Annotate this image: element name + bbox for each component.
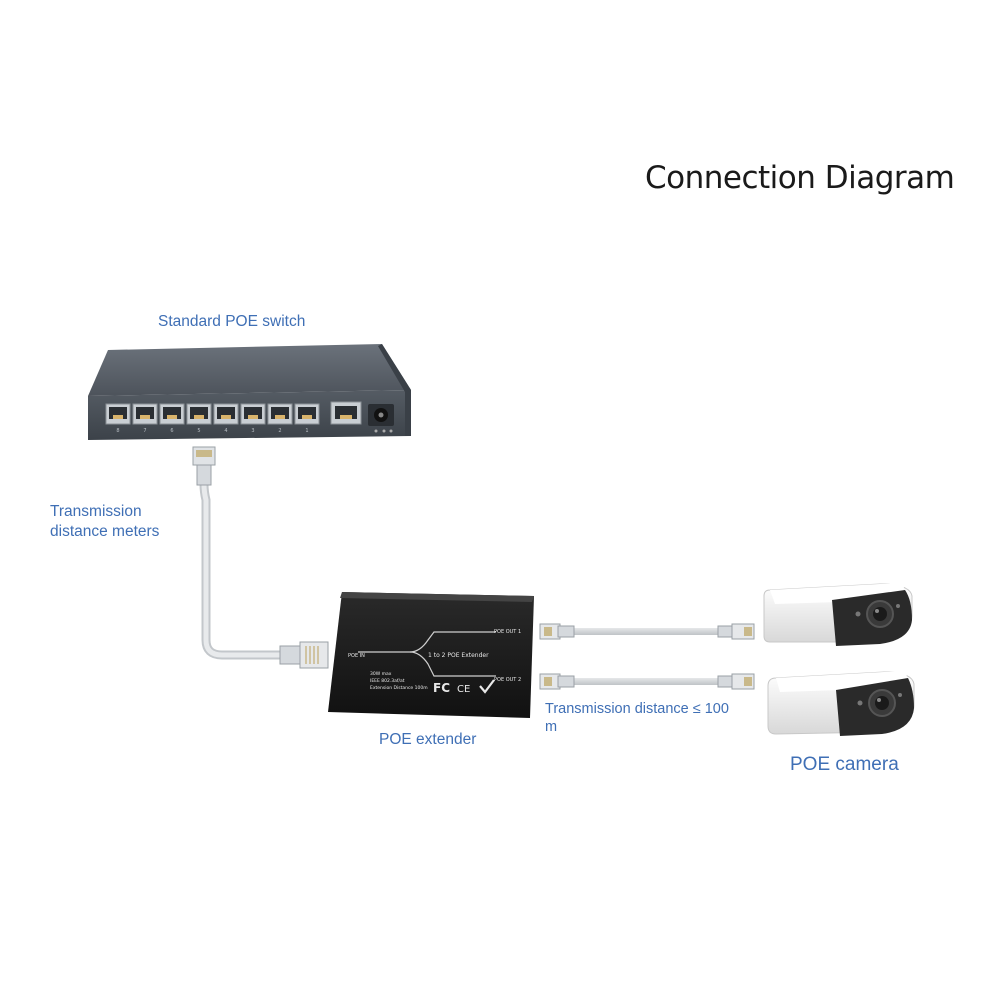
extender-poe-out1-text: POE OUT 1 xyxy=(494,629,521,635)
extender-spec3-text: Extension Distance 100m xyxy=(370,685,428,691)
extender-poe-out2-text: POE OUT 2 xyxy=(494,677,521,683)
switch-port: 2 xyxy=(267,403,293,434)
switch-port: 8 xyxy=(105,403,131,434)
switch-uplink-port xyxy=(330,401,362,425)
switch-power-jack xyxy=(368,404,394,426)
rj45-connector-top xyxy=(192,446,216,486)
extender-poe-in-text: POE IN xyxy=(348,653,365,659)
switch-port-number: 2 xyxy=(278,428,281,434)
switch-port-number: 4 xyxy=(224,428,227,434)
transmission-label-line1: Transmission xyxy=(50,503,142,520)
switch-port-number: 3 xyxy=(251,428,254,434)
switch-port: 7 xyxy=(132,403,158,434)
switch-port-number: 6 xyxy=(170,428,173,434)
switch-port-number: 7 xyxy=(143,428,146,434)
extender-spec2-text: IEEE 802.3af/at xyxy=(370,678,405,684)
poe-camera-2 xyxy=(767,671,915,736)
switch-port: 4 xyxy=(213,403,239,434)
switch-port-group: 8 7 6 5 4 3 2 1 xyxy=(105,403,320,434)
switch-port: 3 xyxy=(240,403,266,434)
switch-label: Standard POE switch xyxy=(158,313,306,330)
switch-port-number: 5 xyxy=(197,428,200,434)
switch-port-number: 8 xyxy=(116,428,119,434)
switch-port: 1 xyxy=(294,403,320,434)
fc-mark: FC xyxy=(433,681,450,695)
poe-camera-1 xyxy=(763,583,913,646)
switch-port: 6 xyxy=(159,403,185,434)
extender-body xyxy=(328,592,534,718)
cable-extender-to-camera-1 xyxy=(539,623,755,640)
check-mark-icon xyxy=(479,679,495,694)
extender-spec1-text: 30W max xyxy=(370,671,392,677)
poe-switch: 8 7 6 5 4 3 2 1 xyxy=(88,344,411,440)
extender-label: POE extender xyxy=(379,731,477,748)
rj45-connector-extender-in xyxy=(279,641,329,669)
switch-port-number: 1 xyxy=(305,428,308,434)
poe-extender: POE IN POE OUT 1 POE OUT 2 1 to 2 POE Ex… xyxy=(328,592,534,718)
camera-label: POE camera xyxy=(790,754,899,775)
switch-port: 5 xyxy=(186,403,212,434)
distance-label-line2: m xyxy=(545,719,558,735)
switch-top-face xyxy=(88,344,411,396)
cable-switch-to-extender xyxy=(199,450,287,660)
ce-mark: CE xyxy=(457,684,470,695)
transmission-label-line2: distance meters xyxy=(50,523,160,540)
extender-model-text: 1 to 2 POE Extender xyxy=(428,652,489,659)
diagram-title: Connection Diagram xyxy=(645,160,955,196)
cable-extender-to-camera-2 xyxy=(539,673,755,690)
distance-label-line1: Transmission distance ≤ 100 xyxy=(545,701,729,717)
